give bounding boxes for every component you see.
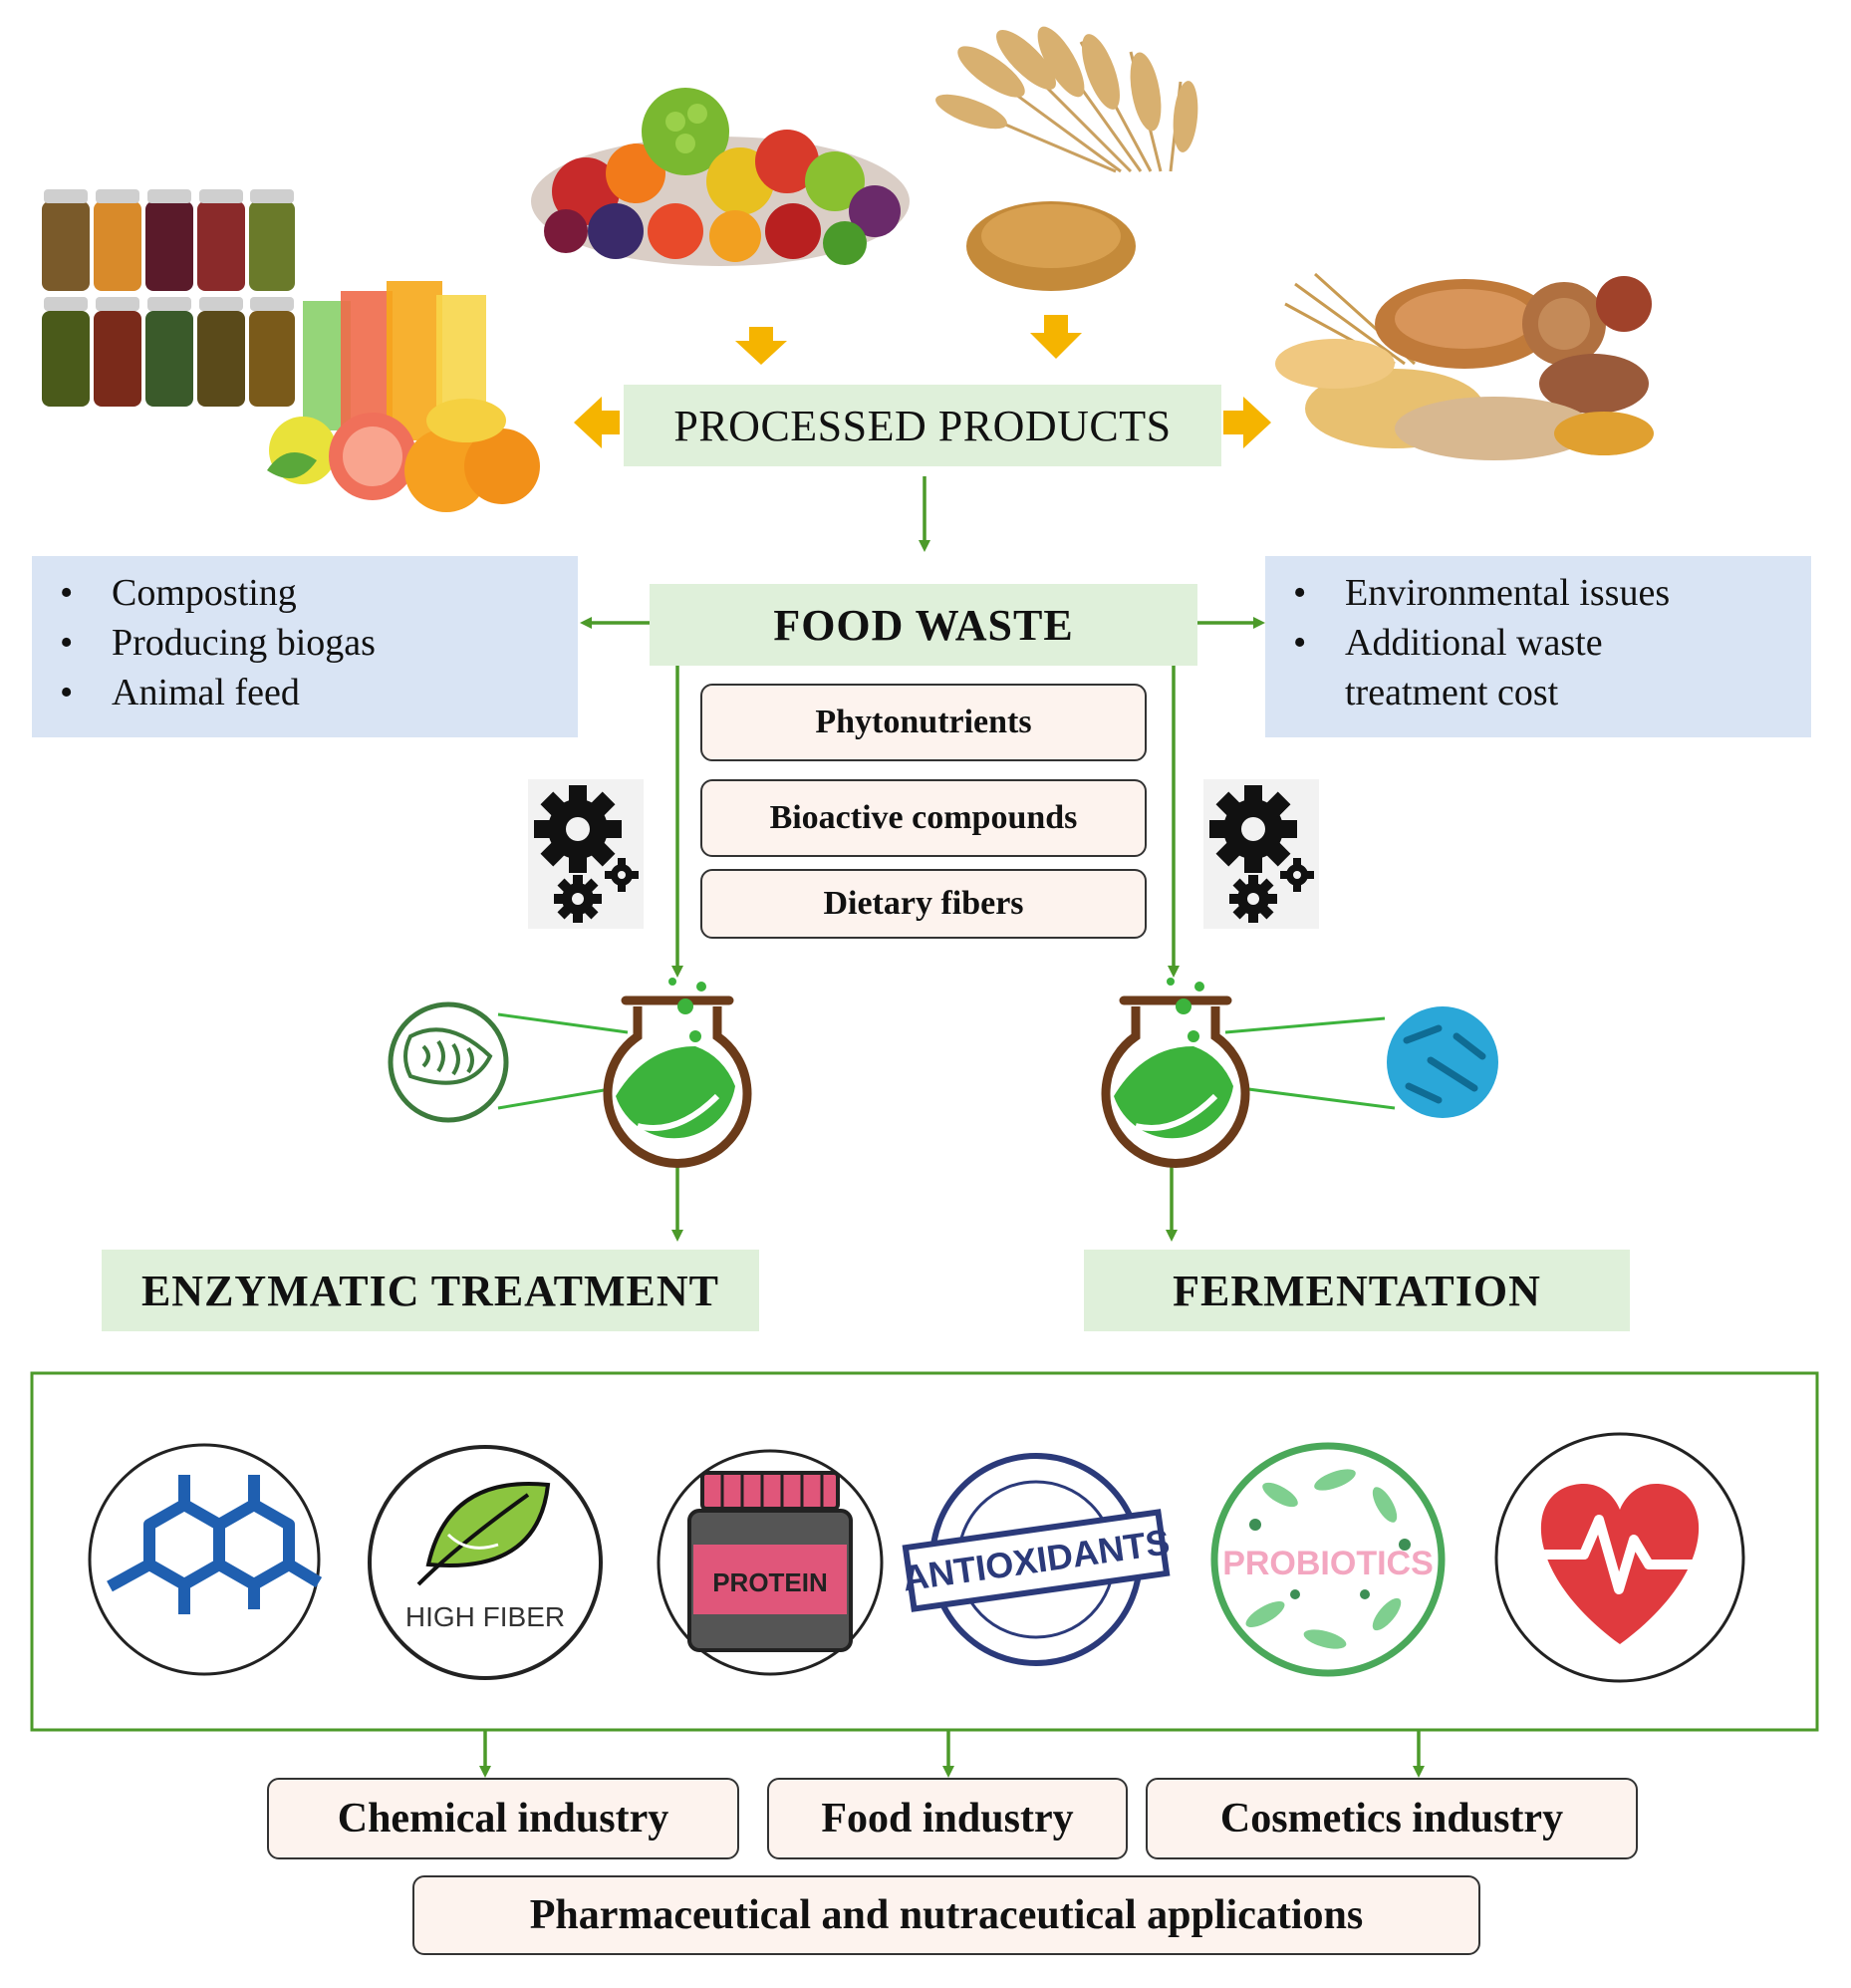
protein-jar-icon: [657, 1449, 884, 1676]
left-uses-box: Composting Producing biogas Animal feed: [32, 556, 578, 737]
antioxidants-stamp-icon: [902, 1453, 1171, 1666]
component-phytonutrients: Phytonutrients: [700, 684, 1147, 761]
fermentation-label: FERMENTATION: [1173, 1266, 1541, 1315]
food-industry-box: Food industry: [767, 1778, 1128, 1859]
molecule-icon: [88, 1443, 323, 1676]
industry-label: Chemical industry: [337, 1796, 669, 1842]
juices-and-citrus-photo: [267, 281, 540, 512]
cosmetics-industry-box: Cosmetics industry: [1146, 1778, 1638, 1859]
component-label: Bioactive compounds: [769, 799, 1078, 836]
food-waste-box: FOOD WASTE: [650, 584, 1197, 666]
component-label: Dietary fibers: [823, 885, 1024, 922]
food-waste-label: FOOD WASTE: [773, 600, 1074, 650]
probiotics-label: PROBIOTICS: [1222, 1545, 1434, 1582]
gears-icon-right: [1203, 779, 1319, 929]
left-use-item: Producing biogas: [32, 618, 578, 668]
right-issue-item: Additional waste: [1265, 618, 1811, 668]
orange-arrow-right: [1223, 397, 1271, 448]
high-fiber-icon: [368, 1445, 603, 1680]
right-issue-item-continued: treatment cost: [1345, 672, 1559, 713]
right-issue-item: Environmental issues: [1265, 568, 1811, 618]
fermentation-box: FERMENTATION: [1084, 1250, 1630, 1331]
component-dietary-fibers: Dietary fibers: [700, 869, 1147, 939]
ferment-flask-icon: [1101, 978, 1498, 1168]
processed-products-label: PROCESSED PRODUCTS: [673, 401, 1172, 450]
chemical-industry-box: Chemical industry: [267, 1778, 739, 1859]
jars-photo: [42, 189, 295, 407]
results-box: [30, 1371, 1819, 1732]
processed-products-box: PROCESSED PRODUCTS: [624, 385, 1221, 466]
fruits-and-vegetables-photo: [531, 88, 910, 266]
probiotics-icon: [1210, 1442, 1446, 1677]
gears-icon-left: [528, 779, 644, 929]
left-use-item: Composting: [32, 568, 578, 618]
left-use-item: Animal feed: [32, 668, 578, 717]
bakery-and-cereals-photo: [1275, 272, 1654, 460]
orange-arrow-down-right: [1030, 315, 1082, 359]
jar-row-top: [42, 201, 295, 291]
applications-box: Pharmaceutical and nutraceutical applica…: [412, 1875, 1480, 1955]
heart-rate-icon: [1494, 1432, 1745, 1683]
enzymatic-treatment-label: ENZYMATIC TREATMENT: [140, 1266, 720, 1315]
industry-label: Cosmetics industry: [1219, 1796, 1564, 1842]
high-fiber-label: HIGH FIBER: [405, 1601, 565, 1632]
applications-label: Pharmaceutical and nutraceutical applica…: [529, 1892, 1364, 1938]
enzyme-flask-icon: [388, 978, 752, 1168]
wheat-and-grains-photo: [935, 26, 1198, 291]
right-issues-box: Environmental issues Additional waste tr…: [1265, 556, 1811, 737]
component-bioactive-compounds: Bioactive compounds: [700, 779, 1147, 857]
component-label: Phytonutrients: [815, 704, 1032, 740]
protein-label: PROTEIN: [712, 1567, 828, 1597]
orange-arrow-down-left: [735, 327, 787, 365]
industry-label: Food industry: [821, 1796, 1074, 1842]
jar-row-bottom: [42, 311, 295, 407]
orange-arrow-left: [574, 397, 620, 448]
enzymatic-treatment-box: ENZYMATIC TREATMENT: [102, 1250, 759, 1331]
